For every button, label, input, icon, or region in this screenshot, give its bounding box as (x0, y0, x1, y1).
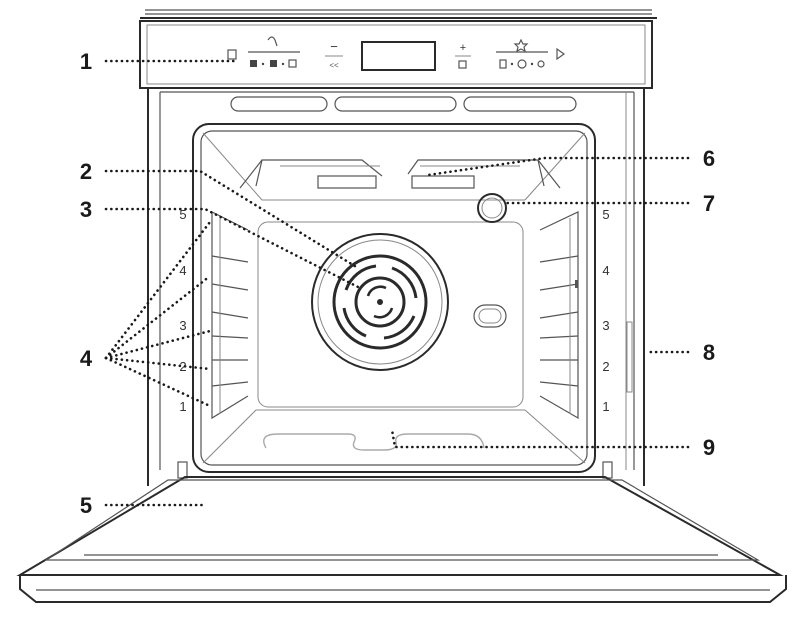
mode-icon-a[interactable] (250, 60, 257, 67)
callout-6-top-element: 6 (703, 146, 715, 171)
light-icon[interactable] (538, 61, 544, 67)
callout-9-bottom-element: 9 (703, 435, 715, 460)
callout-8-side-seam: 8 (703, 340, 715, 365)
oven-door (20, 477, 786, 602)
top-vent-center (335, 97, 456, 111)
leader-4e (106, 358, 210, 406)
display-screen (362, 42, 435, 70)
play-icon[interactable] (557, 49, 564, 59)
callout-4-shelf-guides: 4 (80, 346, 93, 371)
leader-4d (106, 358, 210, 369)
fan-grille (334, 256, 426, 348)
check-icon[interactable] (459, 61, 466, 68)
shelf-level-left-1: 1 (179, 399, 186, 414)
control-panel: − << + (140, 21, 652, 88)
callout-1-control-panel: 1 (80, 49, 92, 74)
shelf-level-left-3: 3 (179, 318, 186, 333)
clock-icon[interactable] (518, 60, 526, 68)
right-shelf-rack (540, 212, 578, 418)
left-control-cluster (228, 37, 300, 67)
shelf-level-left-4: 4 (179, 263, 186, 278)
back-button[interactable]: << (329, 61, 339, 70)
leader-3 (106, 209, 360, 288)
grill-icon[interactable] (268, 37, 277, 46)
minus-button[interactable]: − (330, 39, 338, 54)
mode-icon-c[interactable] (289, 60, 296, 67)
plus-confirm-buttons: + (455, 42, 471, 68)
back-wall (258, 222, 523, 407)
shelf-level-right-2: 2 (602, 359, 609, 374)
shelf-level-right-3: 3 (602, 318, 609, 333)
mode-icon-b[interactable] (270, 60, 277, 67)
plus-button[interactable]: + (460, 42, 466, 54)
callout-3-fan-grille: 3 (80, 197, 92, 222)
leader-2 (106, 171, 358, 268)
callout-7-lamp: 7 (703, 191, 715, 216)
leader-4a (106, 222, 210, 358)
bottom-heating-element (264, 434, 484, 450)
right-door-hinge (603, 462, 612, 478)
minus-back-buttons: − << (325, 39, 343, 70)
star-icon[interactable] (515, 40, 527, 51)
shelf-level-right-1: 1 (602, 399, 609, 414)
callout-2-fan-cover: 2 (80, 159, 92, 184)
menu-icon[interactable] (228, 50, 236, 59)
right-control-cluster (496, 40, 564, 68)
shelf-level-labels-right: 5 4 3 2 1 (602, 207, 609, 414)
shelf-level-labels-left: 5 4 3 2 1 (179, 207, 186, 414)
oven-top-trim (140, 10, 657, 18)
door-icon[interactable] (500, 60, 506, 68)
left-door-hinge (178, 462, 187, 478)
shelf-level-right-5: 5 (602, 207, 609, 222)
callout-5-door: 5 (80, 493, 92, 518)
oven-cavity (193, 124, 595, 472)
top-vent-left (231, 97, 327, 111)
top-heating-element (240, 160, 560, 188)
left-shelf-rack (212, 212, 248, 418)
shelf-level-right-4: 4 (602, 263, 609, 278)
top-vent-right (464, 97, 576, 111)
